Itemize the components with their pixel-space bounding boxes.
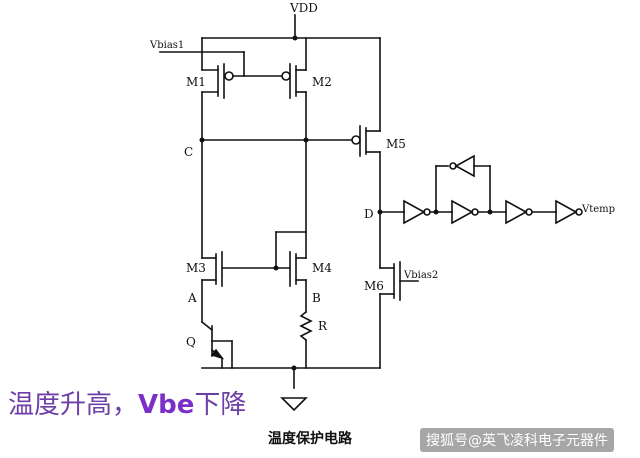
- label-vdd: VDD: [289, 1, 318, 15]
- node-c-cross-junction: [303, 137, 309, 143]
- ground-symbol: [280, 397, 308, 412]
- label-m4: M4: [312, 261, 332, 275]
- m4-gate-junction: [273, 265, 279, 271]
- vdd-junction: [292, 35, 298, 41]
- label-m5: M5: [386, 137, 406, 151]
- label-node-d: D: [364, 207, 374, 221]
- node-c-junction: [199, 137, 205, 143]
- label-q: Q: [186, 335, 196, 349]
- figure-caption: 温度保护电路: [268, 431, 352, 447]
- feedback-inverter-bubble: [449, 162, 457, 170]
- label-vbias2: Vbias2: [403, 270, 438, 281]
- inverter-4: [555, 199, 578, 225]
- label-node-b: B: [312, 291, 321, 305]
- inverter-3: [505, 199, 528, 225]
- label-m2: M2: [312, 75, 332, 89]
- temperature-annotation: 温度升高，Vbe下降: [8, 384, 246, 421]
- inverter-2: [451, 199, 474, 225]
- label-vbias1: Vbias1: [149, 40, 184, 51]
- label-m1: M1: [186, 75, 206, 89]
- inverter-4-bubble: [575, 208, 583, 216]
- ground-junction: [291, 365, 297, 371]
- latch-right-junction: [487, 209, 493, 215]
- label-vtemp: Vtemp: [581, 204, 615, 215]
- m5-gate-bubble: [351, 135, 361, 145]
- label-node-c: C: [184, 145, 193, 159]
- m1-gate-bubble: [224, 71, 234, 81]
- label-node-a: A: [187, 291, 197, 305]
- annotation-part-3: 下降: [194, 390, 247, 420]
- annotation-part-1: 温度升高，: [8, 390, 139, 420]
- latch-left-junction: [433, 209, 439, 215]
- q-collector: [200, 320, 214, 332]
- label-m6: M6: [364, 279, 384, 293]
- label-m3: M3: [186, 261, 206, 275]
- m2-gate-bubble: [281, 71, 291, 81]
- annotation-vbe: Vbe: [138, 390, 195, 420]
- label-r: R: [318, 319, 328, 333]
- feedback-inverter: [454, 154, 475, 178]
- watermark: 搜狐号@英飞凌科电子元器件: [420, 428, 614, 452]
- inverter-1: [403, 199, 426, 225]
- resistor-r: [299, 310, 313, 342]
- node-d-junction: [377, 209, 383, 215]
- q-emitter-arrow: [210, 348, 225, 360]
